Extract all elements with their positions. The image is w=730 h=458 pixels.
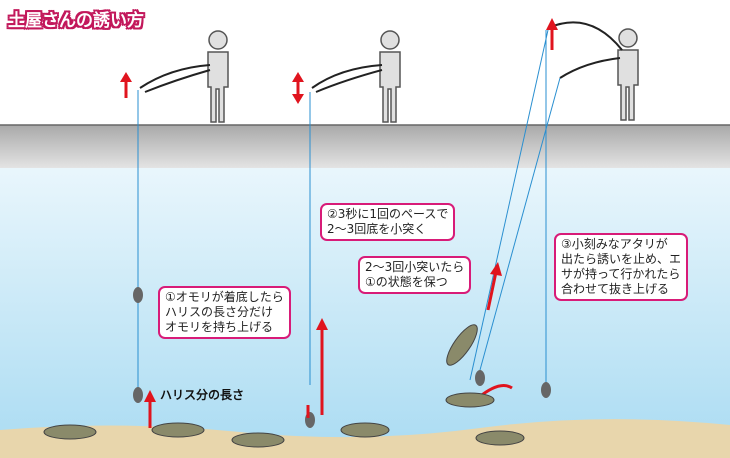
callout-step3: ③小刻みなアタリが 出たら誘いを止め、エ サが持って行かれたら 合わせて抜き上げ… [554,233,689,301]
goby-fish [43,324,525,448]
angler-2 [379,30,401,123]
angler-3 [617,28,639,121]
page-title: 土屋さんの誘い方 [8,11,144,31]
angler-1 [207,30,229,123]
pier-band [0,125,730,170]
sinkers [133,287,551,428]
fishing-lines [137,29,561,390]
callout-step1: ①オモリが着底したら ハリスの長さ分だけ オモリを持ち上げる [158,286,291,339]
harisu-length-label: ハリス分の長さ [160,388,245,402]
rods [139,21,623,93]
callout-step2b: 2～3回小突いたら ①の状態を保つ [358,256,472,294]
callout-step2: ②3秒に1回のペースで 2～3回底を小突く [320,203,456,241]
